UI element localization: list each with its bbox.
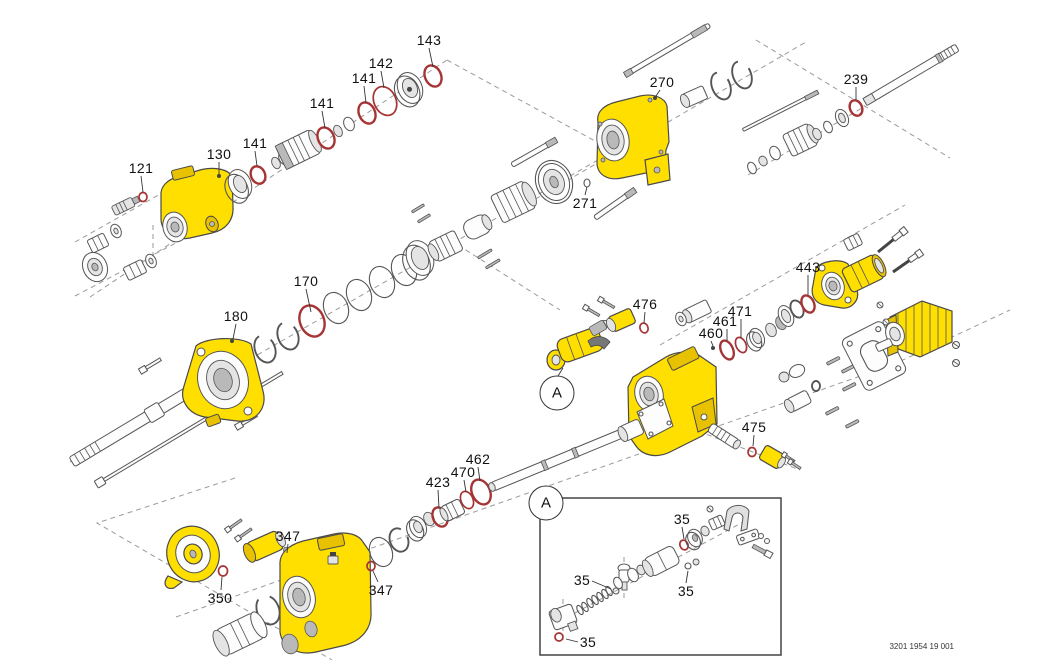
drawing-number: 3201 1954 19 001 [889,642,954,651]
detail-marker-a: A [539,375,575,411]
part-label-350: 350 [207,590,233,606]
assembly-shaft-239 [742,44,959,175]
assembly-housing-130 [81,64,443,283]
drive-disc [393,72,424,108]
part-label-141-c: 141 [242,135,268,151]
ring-471 [734,336,748,354]
dowel-270 [653,96,657,100]
snap-ring-350 [217,565,229,577]
part-label-475: 475 [741,419,767,435]
gear-pump-unit [875,300,953,358]
snap-ring-347-right [366,560,376,572]
dowel-460 [711,346,715,350]
o-ring-462 [470,478,492,506]
part-label-35-c: 35 [677,583,695,599]
assembly-flange-180 [69,203,501,489]
housing-bottom [279,532,372,655]
control-valve [546,320,612,371]
o-ring-461 [718,339,736,361]
o-ring-35-elbow [554,632,564,642]
drive-shaft [488,422,642,492]
splined-hub [427,230,463,262]
part-label-141-b: 141 [309,95,335,111]
detail-marker-a-box: A [528,485,564,521]
idler-gear [490,181,537,223]
part-label-170: 170 [293,273,319,289]
assembly-flange-443 [811,225,925,309]
part-label-462: 462 [465,451,491,467]
assembly-center-housing [490,23,753,223]
part-label-142: 142 [368,55,394,71]
part-label-35-b: 35 [573,572,591,588]
assembly-gear-pump [778,300,960,429]
o-ring-476 [639,322,649,334]
housing-130 [160,165,234,243]
part-label-270: 270 [649,74,675,90]
pto-shaft [862,44,959,107]
snap-ring-121 [138,191,148,203]
pump-housing-center [627,346,718,457]
assembly-bottom-housing [164,419,644,657]
assembly-pump-housing [546,294,816,457]
o-ring-443 [800,294,816,314]
assembly-spool-475 [707,423,802,471]
part-label-180: 180 [223,308,249,324]
ring-35-plug [612,587,620,595]
valve-347 [242,530,286,563]
housing-270 [596,94,671,186]
o-ring-170 [298,304,326,338]
part-label-121: 121 [128,160,154,176]
bearing-bell [534,159,574,205]
seal-hub [439,498,465,522]
part-label-143: 143 [416,32,442,48]
snap-ring-475 [747,446,757,458]
part-label-461: 461 [712,313,738,329]
fitting-476 [581,295,649,334]
o-ring-35-spool [678,539,690,551]
ring-271 [583,178,591,188]
part-label-141-a: 141 [351,70,377,86]
spring [576,585,613,616]
part-label-443: 443 [795,259,821,275]
part-label-471: 471 [727,303,753,319]
filter-cartridge [212,611,268,657]
part-label-239: 239 [843,71,869,87]
part-label-423: 423 [425,474,451,490]
clip-35 [684,562,692,570]
part-label-35-a: 35 [673,511,691,527]
cover-350 [166,525,220,583]
pump-screws [876,301,960,367]
leader-lines [140,47,857,643]
detail-box-border [539,497,782,656]
snap-ring-239 [848,99,864,117]
part-label-460: 460 [698,325,724,341]
part-label-476: 476 [632,296,658,312]
part-label-347-right: 347 [368,582,394,598]
relief-valve-121 [111,195,141,216]
flange-180 [182,338,265,428]
part-label-271: 271 [572,195,598,211]
part-label-35-d: 35 [579,634,597,650]
part-label-130: 130 [206,146,232,162]
detail-view-a [539,497,782,656]
part-label-347-left: 347 [275,528,301,544]
part-label-470: 470 [450,464,476,480]
